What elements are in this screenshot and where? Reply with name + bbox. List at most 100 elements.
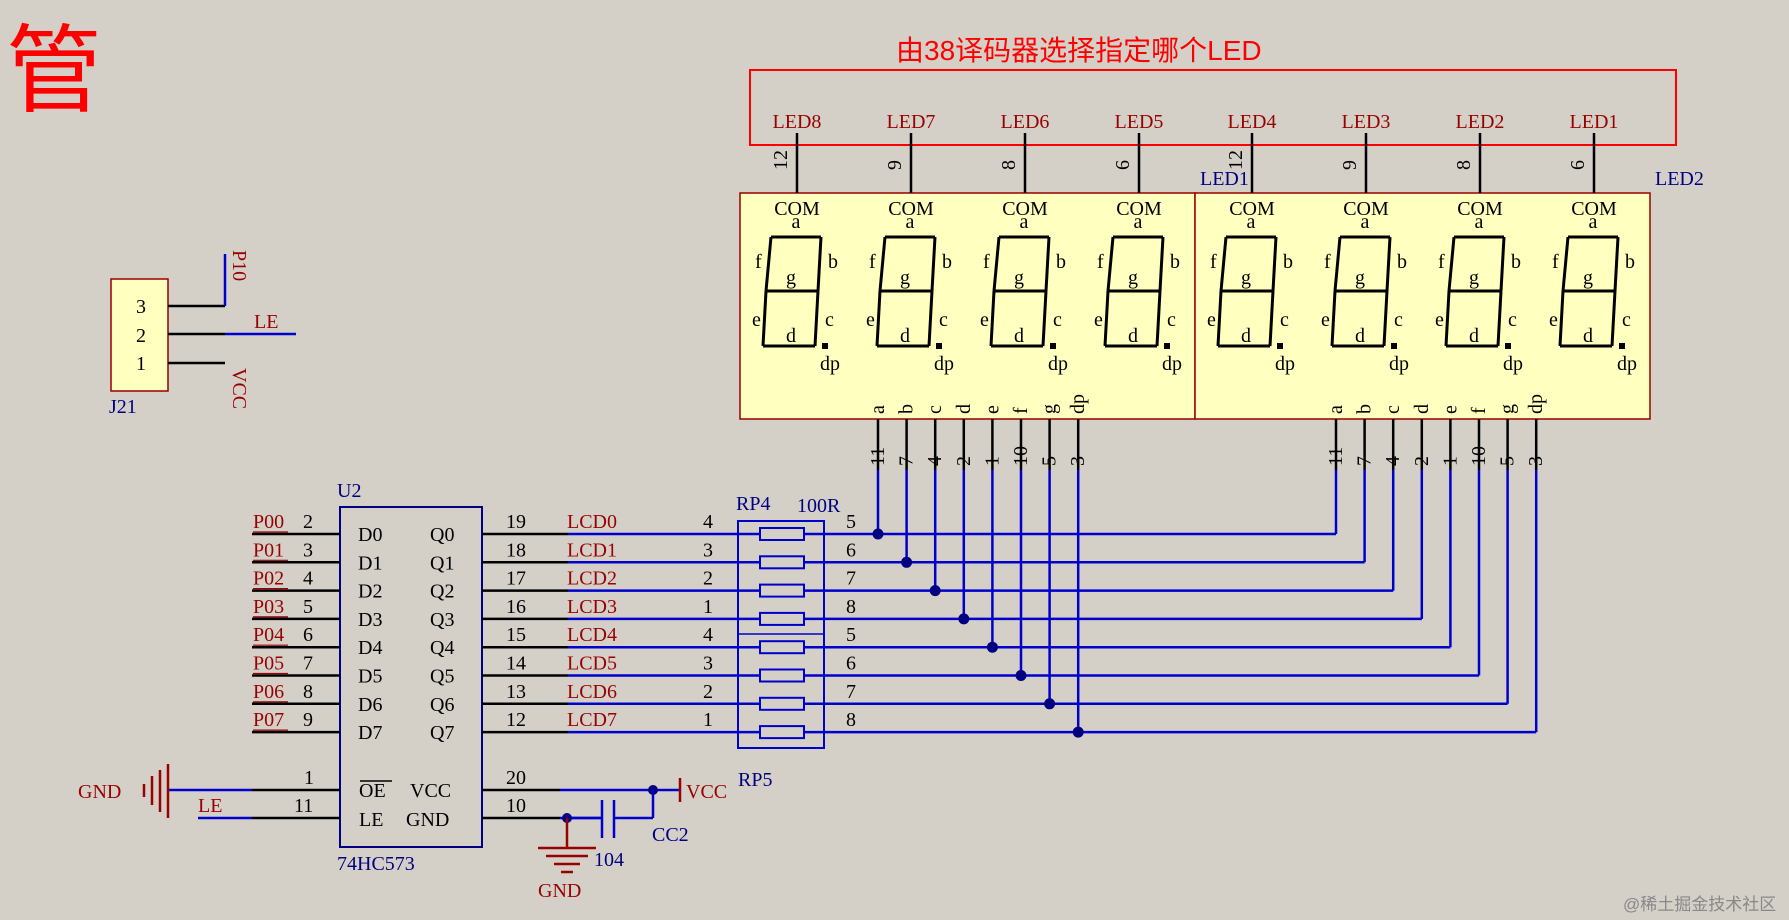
latch-input-pin-name: D3 bbox=[358, 609, 382, 631]
gnd-pin-name: GND bbox=[406, 809, 449, 831]
segment-label-d: d bbox=[1128, 325, 1138, 347]
junction-dot bbox=[1015, 670, 1027, 681]
segment-c bbox=[1268, 290, 1275, 347]
segment-b bbox=[1385, 236, 1392, 292]
latch-part-number: 74HC573 bbox=[337, 853, 415, 875]
latch-input-net-label: P05 bbox=[253, 653, 284, 675]
segment-label-a: a bbox=[906, 211, 915, 233]
com-pin-number: 6 bbox=[1567, 160, 1589, 170]
latch-input-pin-number: 4 bbox=[303, 568, 313, 590]
annotation-text: 由38译码器选择指定哪个LED bbox=[896, 35, 1262, 66]
segment-label-e: e bbox=[1207, 309, 1216, 331]
junction-dot bbox=[1044, 698, 1056, 710]
latch-designator: U2 bbox=[337, 480, 361, 502]
segment-label-c: c bbox=[1622, 309, 1631, 331]
segment-label-e: e bbox=[1549, 309, 1558, 331]
segment-c bbox=[813, 290, 820, 347]
segment-label-g: g bbox=[1469, 267, 1479, 289]
watermark: @稀土掘金技术社区 bbox=[1623, 895, 1776, 914]
le-net-label: LE bbox=[198, 795, 222, 817]
segment-e bbox=[761, 290, 768, 347]
segment-e bbox=[1216, 290, 1223, 347]
segment-label-f: f bbox=[1324, 251, 1331, 273]
resistor-left-pin-number: 2 bbox=[703, 568, 713, 590]
display-designator: LED1 bbox=[1200, 168, 1249, 190]
segment-label-d: d bbox=[1355, 325, 1365, 347]
segment-label-d: d bbox=[900, 325, 910, 347]
segment-label-g: g bbox=[1583, 267, 1593, 289]
latch-input-net-label: P07 bbox=[253, 709, 284, 731]
segment-label-a: a bbox=[1589, 211, 1598, 233]
latch-input-net-label: P02 bbox=[253, 568, 284, 590]
resistor-value: 100R bbox=[797, 495, 841, 517]
segment-pin-name: g bbox=[1039, 404, 1061, 414]
segment-pin-name: a bbox=[1325, 405, 1347, 414]
latch-output-pin-number: 12 bbox=[506, 709, 526, 731]
latch-input-net-label: P04 bbox=[253, 624, 284, 646]
latch-output-pin-number: 16 bbox=[506, 596, 526, 618]
segment-label-g: g bbox=[1355, 267, 1365, 289]
com-label: COM bbox=[1229, 198, 1275, 220]
segment-label-dp: dp bbox=[1389, 353, 1409, 375]
latch-output-pin-name: Q5 bbox=[430, 666, 454, 688]
latch-output-pin-name: Q1 bbox=[430, 552, 454, 574]
com-label: COM bbox=[1457, 198, 1503, 220]
segment-label-c: c bbox=[1508, 309, 1517, 331]
segment-label-f: f bbox=[983, 251, 990, 273]
com-label: COM bbox=[1116, 198, 1162, 220]
rp5-designator: RP5 bbox=[738, 769, 772, 791]
segment-c bbox=[1382, 290, 1389, 347]
connector-net-le: LE bbox=[254, 311, 278, 333]
segment-pin-name: e bbox=[981, 405, 1003, 414]
segment-dp bbox=[1391, 343, 1397, 349]
segment-pin-name: dp bbox=[1525, 394, 1547, 414]
latch-output-net-label: LCD3 bbox=[567, 596, 617, 618]
resistor-left-pin-number: 3 bbox=[703, 539, 713, 561]
resistor-left-pin-number: 1 bbox=[703, 709, 713, 731]
digit-select-label: LED3 bbox=[1342, 111, 1391, 133]
latch-input-pin-number: 5 bbox=[303, 596, 313, 618]
latch-input-pin-name: D6 bbox=[358, 694, 382, 716]
vcc-pin-number: 20 bbox=[506, 767, 526, 789]
segment-c bbox=[1155, 290, 1162, 347]
gnd-pin-number: 10 bbox=[506, 795, 526, 817]
latch-output-pin-number: 15 bbox=[506, 624, 526, 646]
segment-label-dp: dp bbox=[1275, 353, 1295, 375]
latch-output-pin-name: Q4 bbox=[430, 637, 454, 659]
connector-net-vcc: VCC bbox=[228, 368, 250, 409]
segment-label-d: d bbox=[1241, 325, 1251, 347]
segment-f bbox=[1219, 236, 1228, 292]
latch-input-pin-name: D4 bbox=[358, 637, 382, 659]
connector-designator: J21 bbox=[109, 396, 137, 418]
segment-label-c: c bbox=[825, 309, 834, 331]
segment-label-d: d bbox=[1014, 325, 1024, 347]
segment-label-f: f bbox=[1438, 251, 1445, 273]
segment-pin-name: b bbox=[896, 404, 918, 414]
digit-select-label: LED7 bbox=[887, 111, 936, 133]
segment-e bbox=[1444, 290, 1451, 347]
junction-dot bbox=[958, 613, 970, 625]
segment-c bbox=[1041, 290, 1048, 347]
resistor-right-pin-number: 5 bbox=[846, 511, 856, 533]
digit-select-label: LED4 bbox=[1228, 111, 1277, 133]
segment-label-f: f bbox=[869, 251, 876, 273]
com-label: COM bbox=[1343, 198, 1389, 220]
segment-label-c: c bbox=[1280, 309, 1289, 331]
segment-dp bbox=[936, 343, 942, 349]
latch-output-pin-number: 19 bbox=[506, 511, 526, 533]
segment-pin-name: g bbox=[1497, 404, 1519, 414]
oe-ground-symbol: GND bbox=[78, 764, 252, 818]
segment-f bbox=[1333, 236, 1342, 292]
capacitor-value: 104 bbox=[594, 849, 624, 871]
power-section: VCC GND 104 CC2 bbox=[538, 778, 727, 902]
latch-output-pin-name: Q6 bbox=[430, 694, 454, 716]
segment-label-e: e bbox=[1321, 309, 1330, 331]
com-label: COM bbox=[1571, 198, 1617, 220]
segment-label-dp: dp bbox=[1162, 353, 1182, 375]
segment-label-e: e bbox=[980, 309, 989, 331]
segment-label-dp: dp bbox=[820, 353, 840, 375]
segment-label-f: f bbox=[755, 251, 762, 273]
